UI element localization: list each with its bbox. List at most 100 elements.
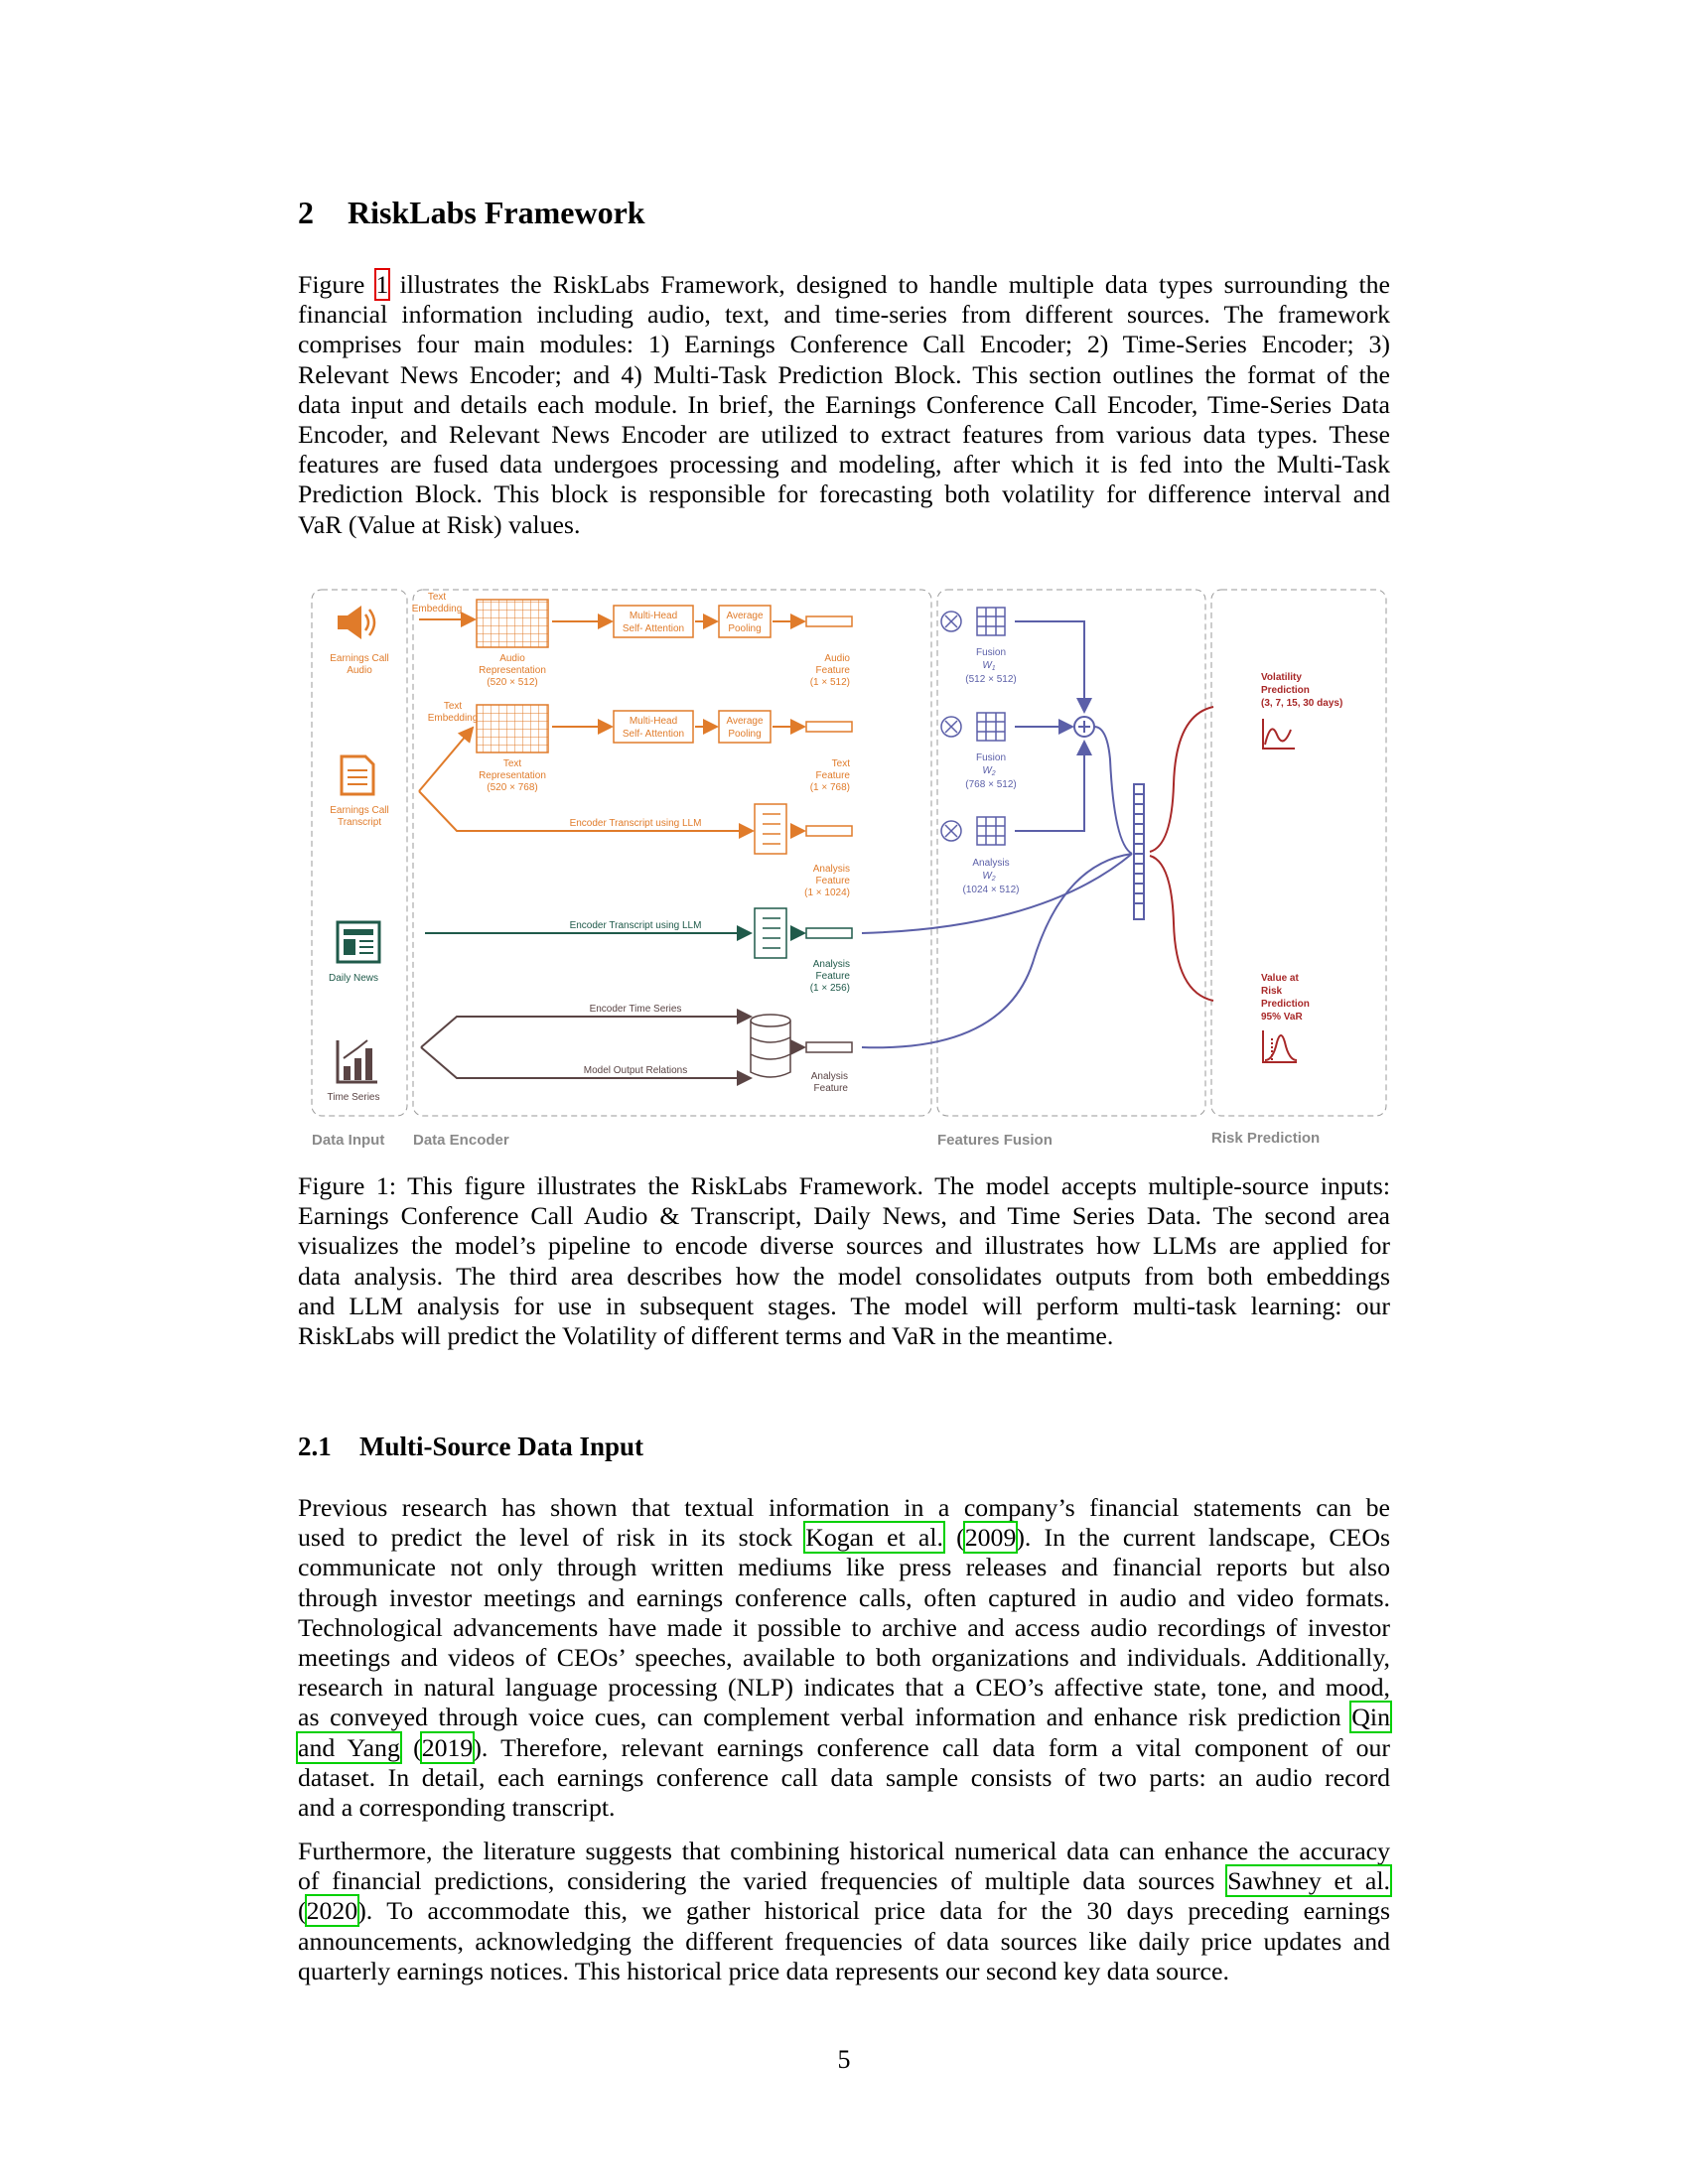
svg-text:Feature: Feature — [816, 665, 851, 676]
svg-text:Analysis: Analysis — [811, 1071, 848, 1082]
citation-link[interactable]: 2019 — [419, 1730, 476, 1764]
features-fusion-panel — [936, 589, 1206, 1117]
svg-text:Feature: Feature — [816, 876, 851, 887]
audio-feature-vector — [805, 615, 853, 627]
text-line: RiskLabs will predict the Volatility of … — [298, 1321, 1114, 1351]
svg-text:Average: Average — [726, 716, 764, 727]
panel-label-input: Data Input — [312, 1132, 384, 1149]
svg-text:Multi-Head: Multi-Head — [630, 716, 677, 727]
svg-text:Pooling: Pooling — [728, 623, 761, 634]
text-line: Previous research has shown that textual… — [298, 1493, 1390, 1522]
svg-text:Feature: Feature — [816, 971, 851, 982]
panel-label-fusion: Features Fusion — [937, 1132, 1053, 1149]
svg-text:Volatility: Volatility — [1261, 672, 1302, 683]
svg-text:Encoder Transcript using LLM: Encoder Transcript using LLM — [570, 818, 702, 829]
panel-label-encoder: Data Encoder — [413, 1132, 509, 1149]
figure-caption: Figure 1: This figure illustrates the Ri… — [298, 1171, 1390, 1351]
text-line: Prediction Block. This block is responsi… — [298, 479, 1390, 509]
svg-text:Prediction: Prediction — [1261, 999, 1310, 1010]
weight-matrix-icon — [976, 712, 1006, 742]
multiply-icon — [940, 820, 962, 842]
paragraph-1: Previous research has shown that textual… — [296, 1493, 1392, 1823]
svg-text:Feature: Feature — [814, 1083, 849, 1094]
citation-link[interactable]: Sawhney et al. — [1225, 1864, 1392, 1898]
svg-text:(512 × 512): (512 × 512) — [965, 674, 1016, 685]
checklist-icon — [754, 907, 787, 959]
text-line: research in natural language processing … — [298, 1673, 1390, 1703]
paragraph-2: Furthermore, the literature suggests tha… — [298, 1837, 1392, 1986]
mha-block-audio — [613, 605, 694, 638]
citation-link[interactable]: Kogan et al. — [803, 1521, 945, 1555]
text-line: data analysis. The third area describes … — [298, 1261, 1390, 1291]
svg-text:Self- Attention: Self- Attention — [623, 623, 684, 634]
audio-representation-grid — [476, 599, 549, 648]
subsection-title: Multi-Source Data Input — [359, 1432, 644, 1461]
data-input-panel — [311, 589, 408, 1117]
svg-text:Value at: Value at — [1261, 973, 1299, 984]
section-number: 2 — [298, 195, 314, 230]
framework-figure: Data Input Data Encoder Features Fusion … — [308, 586, 1390, 1161]
news-feature-vector — [805, 927, 853, 939]
text-embedding-label: Embedding — [412, 604, 463, 614]
section-heading: 2 RiskLabs Framework — [298, 195, 645, 231]
text-line: Figure 1 illustrates the RiskLabs Framew… — [298, 268, 1390, 301]
text-line: quarterly earnings notices. This histori… — [298, 1956, 1229, 1985]
text-line: financial information including audio, t… — [298, 300, 1390, 330]
svg-text:Text: Text — [503, 758, 522, 769]
svg-text:(768 × 512): (768 × 512) — [965, 779, 1016, 790]
svg-text:Representation: Representation — [479, 665, 546, 676]
citation-link[interactable]: and Yang — [296, 1730, 402, 1764]
text-line: of financial predictions, considering th… — [298, 1864, 1392, 1898]
input-news-label: Daily News — [329, 973, 378, 984]
svg-text:Model Output Relations: Model Output Relations — [584, 1065, 688, 1076]
text-line: comprises four main modules: 1) Earnings… — [298, 330, 1390, 359]
svg-text:Pooling: Pooling — [728, 729, 761, 740]
text-line: announcements, acknowledging the differe… — [298, 1926, 1390, 1956]
svg-text:Analysis: Analysis — [813, 864, 850, 875]
citation-link[interactable]: Qin — [1349, 1701, 1392, 1734]
analysis-feature-vector — [805, 825, 853, 837]
mha-block-text — [613, 710, 694, 744]
text-line: dataset. In detail, each earnings confer… — [298, 1762, 1390, 1792]
svg-text:(1 × 1024): (1 × 1024) — [804, 887, 850, 898]
svg-text:Embedding: Embedding — [428, 713, 479, 724]
text-line: used to predict the level of risk in its… — [298, 1521, 1390, 1555]
intro-paragraph: Figure 1 illustrates the RiskLabs Framew… — [298, 268, 1390, 540]
document-icon — [340, 754, 375, 796]
text-line: data input and details each module. In b… — [298, 389, 1390, 419]
figure-reference-link[interactable]: 1 — [373, 268, 391, 301]
svg-text:(1 × 512): (1 × 512) — [810, 677, 850, 688]
text-line: features are fused data undergoes proces… — [298, 450, 1390, 479]
text-line: communicate not only through written med… — [298, 1553, 1390, 1582]
svg-text:Fusion: Fusion — [976, 752, 1006, 763]
text-line: Earnings Conference Call Audio & Transcr… — [298, 1201, 1390, 1231]
svg-text:W2: W2 — [982, 871, 995, 883]
citation-link[interactable]: 2009 — [962, 1521, 1019, 1555]
database-icon — [750, 1014, 791, 1078]
page-number: 5 — [837, 2045, 851, 2074]
text-line: and Yang (2019). Therefore, relevant ear… — [296, 1730, 1390, 1764]
svg-text:(1024 × 512): (1024 × 512) — [963, 885, 1020, 895]
input-transcript-label-1: Earnings Call — [330, 805, 388, 816]
var-distribution-icon — [1262, 1030, 1298, 1063]
input-transcript-label-2: Transcript — [338, 817, 381, 828]
citation-link[interactable]: 2020 — [304, 1894, 360, 1928]
volatility-chart-icon — [1262, 719, 1295, 750]
svg-text:Multi-Head: Multi-Head — [630, 611, 677, 621]
svg-text:95% VaR: 95% VaR — [1261, 1012, 1303, 1023]
svg-text:Fusion: Fusion — [976, 647, 1006, 658]
svg-text:Representation: Representation — [479, 770, 546, 781]
text-embedding-label: Text — [428, 592, 447, 603]
framework-diagram: Data Input Data Encoder Features Fusion … — [311, 589, 1387, 1149]
multiply-icon — [940, 611, 962, 632]
section-title: RiskLabs Framework — [348, 195, 645, 230]
newspaper-icon — [336, 920, 381, 964]
text-line: as conveyed through voice cues, can comp… — [298, 1701, 1392, 1734]
svg-text:Audio: Audio — [499, 653, 525, 664]
risk-prediction-panel — [1210, 589, 1387, 1117]
text-line: (2020). To accommodate this, we gather h… — [298, 1894, 1390, 1928]
text-line: and a corresponding transcript. — [298, 1793, 616, 1823]
svg-text:Text: Text — [832, 758, 851, 769]
